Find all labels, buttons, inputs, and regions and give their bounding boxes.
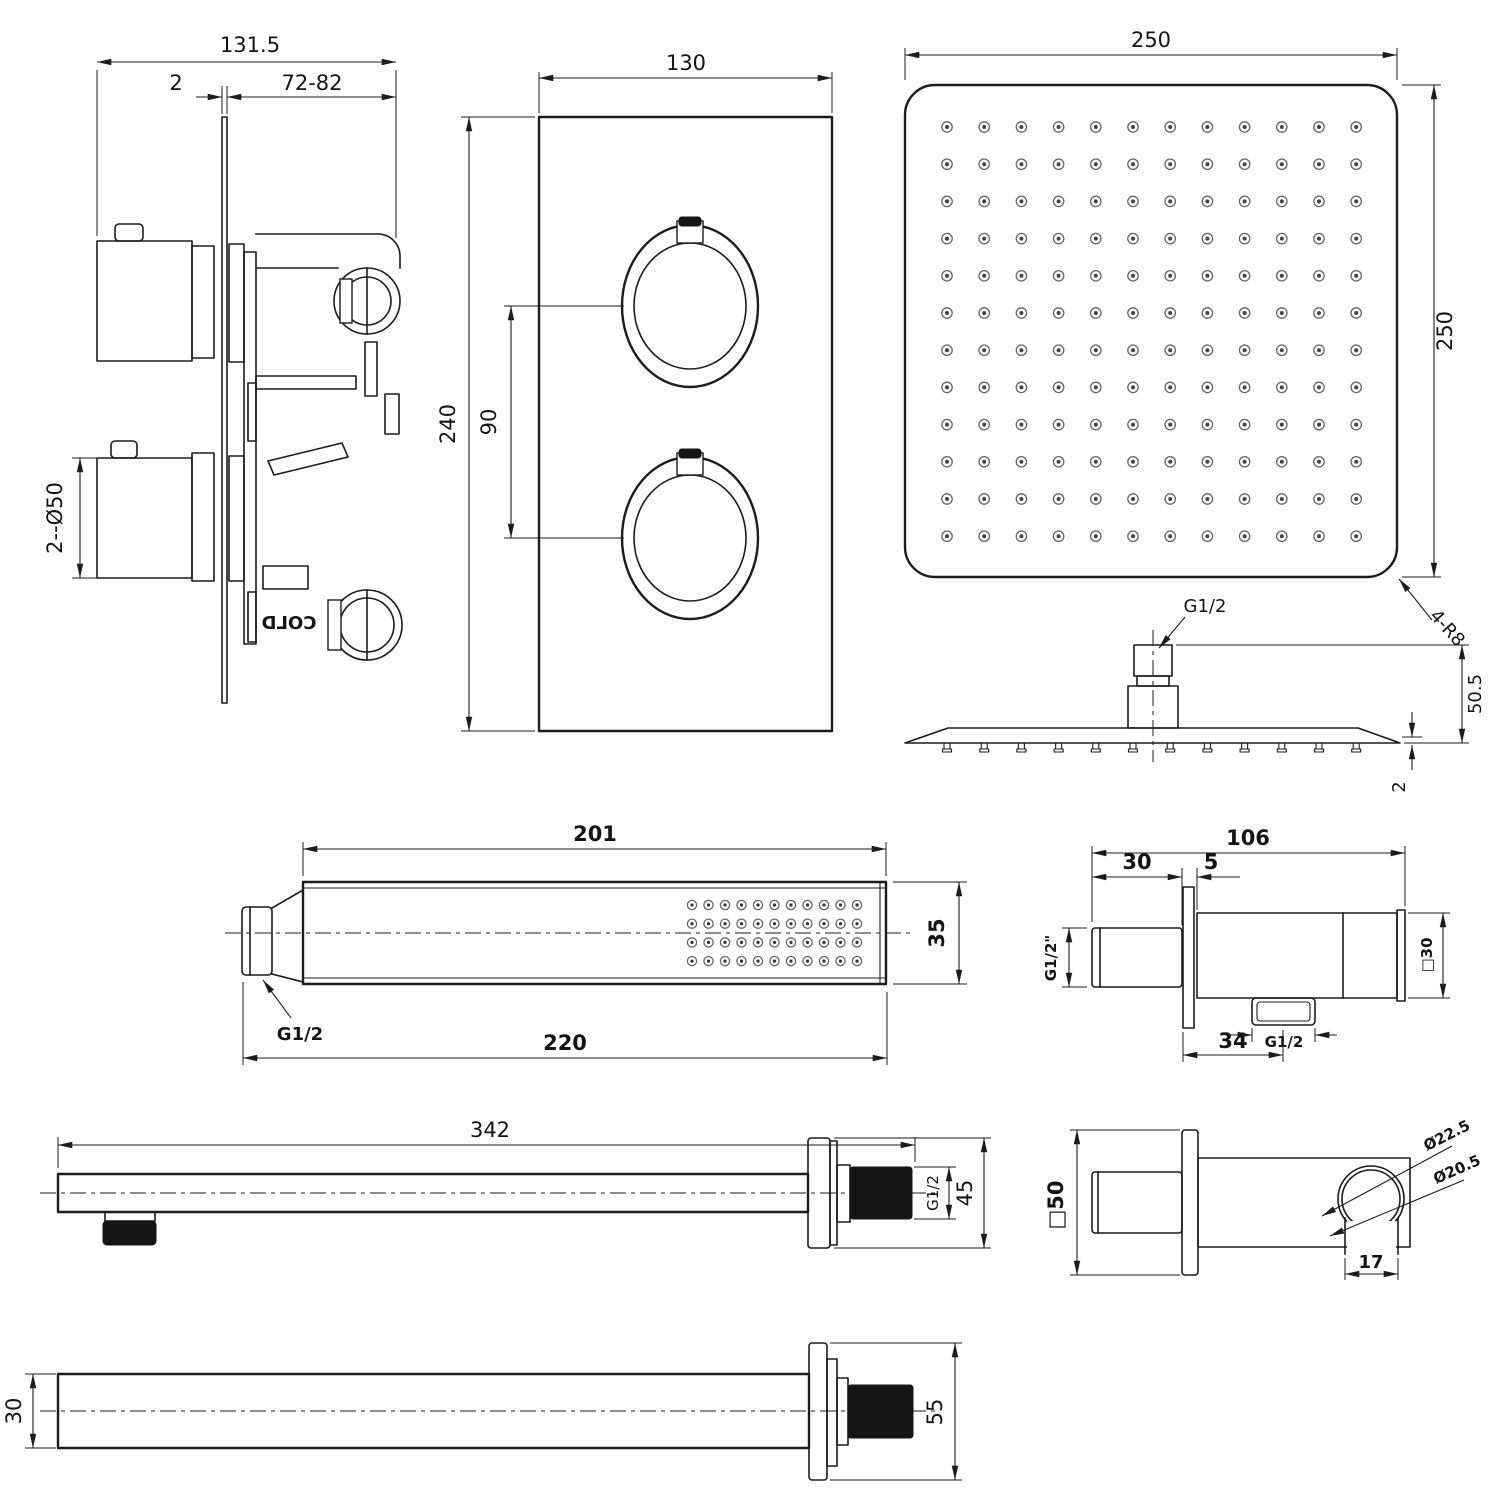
view-head-side: G1/2 50.5 2	[904, 596, 1486, 793]
valve-handle-lower	[620, 455, 760, 621]
dim-head-edge-thickness: 2	[1389, 781, 1410, 792]
dim-plate-height: 240	[436, 404, 460, 444]
head-nozzle-nubs	[941, 742, 1362, 753]
outlet-escutcheon	[1182, 886, 1195, 1029]
dim-hand-shower-head-length: 201	[573, 822, 617, 846]
shower-head-plate	[903, 83, 1399, 579]
outlet-body	[1196, 912, 1398, 999]
view-hand-shower: 201 220 35 G1/2	[225, 822, 967, 1065]
arm-top-wall-thread	[847, 1384, 914, 1439]
dim-holder-flange-size: □50	[1044, 1180, 1068, 1229]
dim-head-height: 50.5	[1465, 674, 1486, 714]
dim-arm-top-flange: 55	[923, 1399, 947, 1426]
holder-flange	[1181, 1129, 1199, 1276]
valve-wall-plate	[221, 116, 228, 704]
view-valve-side: COLD 131.5 2 72-82 2--Ø50	[43, 33, 403, 704]
outlet-thread-stub	[1091, 927, 1183, 988]
shower-arm-outlet-thread	[102, 1220, 157, 1246]
dim-outlet-bottom-thread: G1/2	[1265, 1033, 1304, 1051]
view-valve-front: 130 240 90	[436, 51, 834, 733]
hand-shower-nozzle-grid	[686, 899, 863, 967]
dim-hand-shower-thread: G1/2	[277, 1024, 323, 1045]
hand-shower-connector	[241, 906, 273, 976]
head-nozzle-grid	[941, 121, 1363, 543]
dim-outlet-thread-length: 30	[1122, 850, 1151, 874]
view-head-top: 250 250 4-R8	[903, 28, 1469, 651]
dim-outlet-body-size: □30	[1418, 937, 1436, 972]
dim-arm-top-width: 30	[2, 1398, 26, 1425]
view-wall-outlet: 106 30 5 G1/2" □30 G1/2 34	[1042, 826, 1450, 1062]
cold-label: COLD	[262, 613, 317, 634]
dim-hand-shower-total-length: 220	[543, 1031, 587, 1055]
dim-arm-thread: G1/2	[924, 1175, 942, 1211]
view-handset-holder: □50 Ø22.5 Ø20.5 17	[1044, 1116, 1483, 1280]
dim-arm-flange: 45	[953, 1180, 977, 1207]
dim-holder-ring-inner: Ø20.5	[1431, 1151, 1484, 1188]
valve-body	[243, 251, 257, 645]
hand-shower-body	[301, 880, 888, 986]
dim-head-inlet-thread: G1/2	[1184, 596, 1227, 617]
head-profile	[904, 727, 1401, 744]
dim-outlet-offset: 34	[1218, 1029, 1247, 1053]
dim-head-depth: 250	[1433, 311, 1457, 351]
outlet-bottom-port	[1251, 997, 1316, 1026]
view-arm-top: 30 55	[2, 1342, 962, 1481]
dim-handle-spacing: 90	[477, 409, 501, 436]
dim-holder-fork-width: 17	[1358, 1252, 1383, 1273]
dim-head-width: 250	[1131, 28, 1171, 52]
dim-valve-overall-width: 131.5	[220, 33, 280, 57]
shower-arm-wall-thread	[849, 1166, 913, 1220]
dim-hand-shower-width: 35	[925, 918, 949, 947]
dim-valve-mount-depth: 72-82	[281, 71, 342, 95]
dim-plate-width: 130	[666, 51, 706, 75]
dim-outlet-total-length: 106	[1226, 826, 1270, 850]
dim-head-corner-radius: 4-R8	[1425, 606, 1469, 651]
view-shower-arm: 342 G1/2 45	[40, 1118, 991, 1249]
holder-thread-stub	[1091, 1171, 1183, 1234]
dim-outlet-plate-thickness: 5	[1204, 850, 1219, 874]
dim-outlet-inlet-thread: G1/2"	[1042, 935, 1060, 981]
dim-arm-length: 342	[470, 1118, 510, 1142]
valve-handle-upper	[620, 223, 760, 389]
valve-trim-plate	[537, 115, 834, 733]
dim-valve-knob-dia: 2--Ø50	[43, 482, 67, 554]
dim-valve-plate-thickness: 2	[169, 71, 182, 95]
